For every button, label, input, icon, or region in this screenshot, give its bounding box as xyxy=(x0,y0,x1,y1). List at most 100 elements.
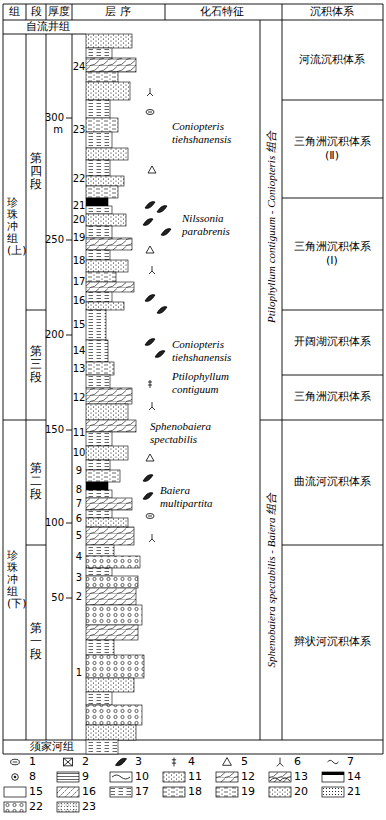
rock-bed xyxy=(86,404,128,420)
legend-swatch xyxy=(163,772,185,782)
rock-bed xyxy=(86,292,112,302)
scale-tick xyxy=(66,430,72,431)
rock-bed xyxy=(86,470,120,482)
legend-sample xyxy=(163,772,185,782)
rock-bed xyxy=(86,282,134,292)
rock-bed xyxy=(86,206,112,214)
table-rule xyxy=(3,754,383,755)
member-name: 第三段 xyxy=(30,345,42,385)
legend-swatch xyxy=(57,772,79,782)
rock-bed xyxy=(86,678,134,692)
table-rule xyxy=(46,34,47,740)
legend-number: 10 xyxy=(135,771,149,784)
table-rule xyxy=(3,4,4,754)
thickness-label: 100 xyxy=(45,517,64,529)
legend-swatch xyxy=(110,787,132,797)
legend-swatch xyxy=(163,787,185,797)
fossil-symbol xyxy=(148,166,156,173)
legend-number: 5 xyxy=(241,756,248,769)
table-rule xyxy=(3,420,46,421)
legend-number: 18 xyxy=(188,786,202,799)
legend-swatch xyxy=(112,775,130,779)
fossil-symbol xyxy=(148,516,152,517)
legend-sample xyxy=(57,772,79,782)
fossil-symbol xyxy=(148,380,152,388)
table-rule xyxy=(3,4,383,5)
thickness-label: 250 xyxy=(45,234,64,246)
legend-number: 22 xyxy=(29,801,43,814)
fossil-symbol xyxy=(143,493,153,500)
layer-number: 11 xyxy=(73,427,86,439)
fossil-symbol xyxy=(147,88,153,96)
rock-bed xyxy=(86,250,110,260)
legend-number: 16 xyxy=(82,786,96,799)
layer-number: 7 xyxy=(76,498,82,510)
scale-tick xyxy=(66,598,72,599)
fossil-symbol xyxy=(64,758,73,766)
table-rule xyxy=(282,375,383,376)
rock-bed xyxy=(86,100,110,118)
legend-samples xyxy=(4,758,344,812)
fossil-symbol xyxy=(64,758,73,766)
fossil-symbol xyxy=(11,759,20,765)
rock-bed xyxy=(86,446,128,460)
legend-number: 4 xyxy=(188,756,195,769)
rock-bed xyxy=(86,48,112,58)
rock-bed xyxy=(86,545,114,556)
sedimentary-system: 河流沉积体系 xyxy=(289,53,375,67)
layer-number: 22 xyxy=(73,173,86,185)
legend-swatch xyxy=(110,772,132,782)
assemblage-name: Sphenobaiera spectabilis - Baiera 组合 xyxy=(265,493,278,668)
legend-number: 6 xyxy=(294,756,301,769)
scale-tick xyxy=(66,118,72,119)
layer-number: 2 xyxy=(76,591,82,603)
table-rule xyxy=(260,20,261,740)
fossil-symbol xyxy=(143,475,153,482)
fossil-name: Coniopteris tiehshanensis xyxy=(172,338,231,363)
table-rule xyxy=(282,100,383,101)
fossil-symbol xyxy=(145,339,155,346)
layer-number: 4 xyxy=(76,551,82,563)
fossil-symbol xyxy=(145,295,155,302)
layer-number: 14 xyxy=(73,345,86,357)
fossil-symbol xyxy=(12,774,19,781)
fossil-symbol xyxy=(143,475,153,482)
rock-bed xyxy=(86,432,112,446)
rock-bed xyxy=(86,310,106,340)
legend-icon xyxy=(116,758,127,765)
fossil-symbol xyxy=(149,266,155,274)
table-rule xyxy=(26,545,46,546)
scale-tick xyxy=(66,240,72,241)
layer-number: 17 xyxy=(73,276,86,288)
fossil-name: Sphenobaiera spectabilis xyxy=(150,420,211,445)
header-label: 组 xyxy=(9,6,20,19)
table-rule xyxy=(383,4,384,754)
fossil-symbol xyxy=(14,776,16,778)
legend-swatch xyxy=(4,802,26,812)
rock-bed xyxy=(86,725,136,740)
fossil-symbol xyxy=(146,454,154,461)
legend-swatch xyxy=(57,787,79,797)
legend-swatch xyxy=(216,787,238,797)
legend-swatch xyxy=(58,803,78,811)
legend-sample xyxy=(216,787,238,797)
legend-icon xyxy=(64,758,73,766)
thickness-label: 200 xyxy=(45,329,64,341)
layer-number: 8 xyxy=(76,484,82,496)
rock-bed xyxy=(86,186,118,198)
rock-bed xyxy=(86,375,110,388)
legend-sample xyxy=(110,772,132,782)
legend-number: 11 xyxy=(188,771,202,784)
sedimentary-system: 开阔湖沉积体系 xyxy=(289,335,375,349)
legend-sample xyxy=(269,787,291,797)
table-rule xyxy=(260,420,282,421)
layer-number: 9 xyxy=(76,465,82,477)
header-label: 段 xyxy=(31,6,42,19)
legend-sample xyxy=(163,787,185,797)
fossil-name: Nilssonia parabrenis xyxy=(182,212,230,237)
fossil-name: Ptilophyllum contiguum xyxy=(172,370,229,395)
legend-number: 2 xyxy=(82,756,89,769)
fossil-symbol xyxy=(146,454,154,461)
rock-bed xyxy=(86,226,112,238)
fossil-symbol xyxy=(223,758,232,766)
